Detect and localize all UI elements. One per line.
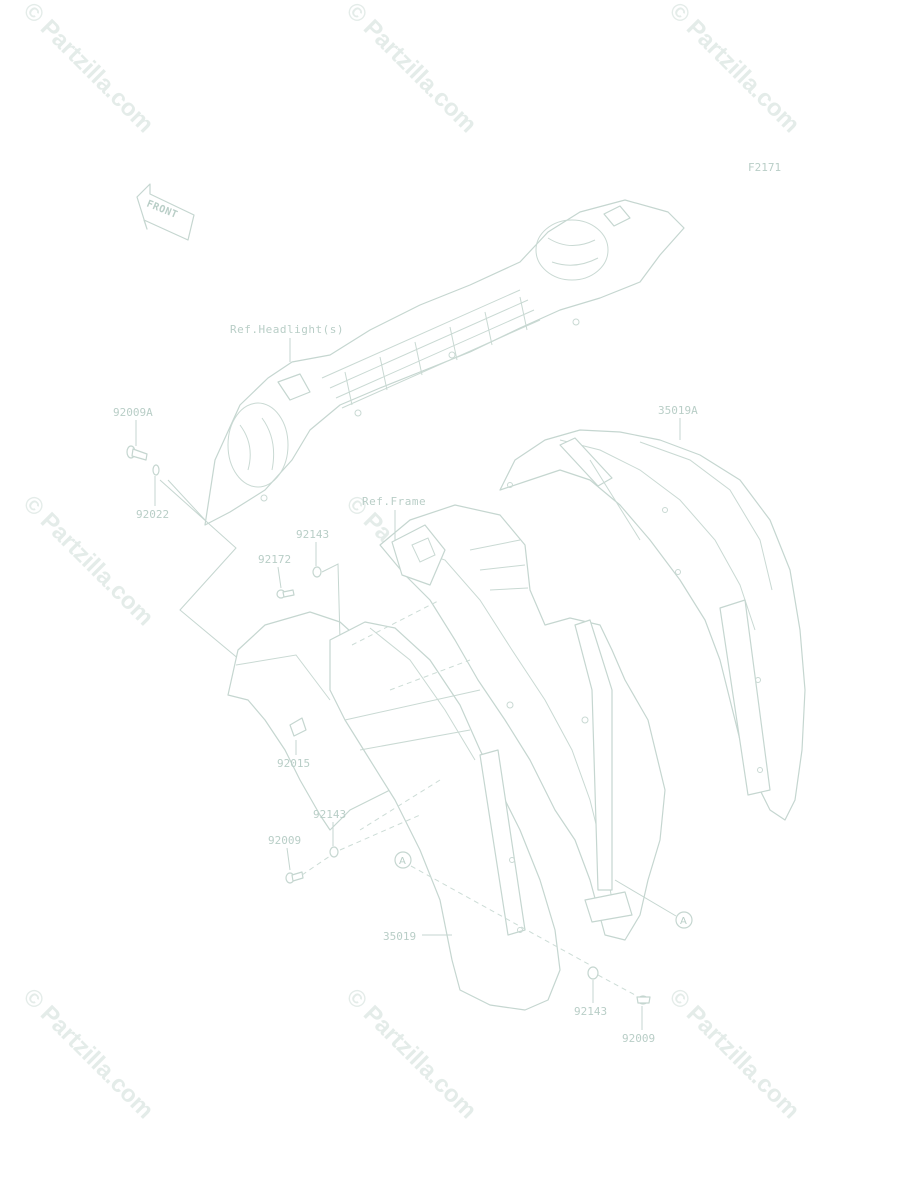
callout-a-left: A [394, 851, 412, 869]
washer-92143-top-icon [312, 566, 322, 578]
washer-92143-mid-icon [329, 846, 339, 858]
part-35019: 35019 [383, 930, 416, 943]
part-92143-bot: 92143 [574, 1005, 607, 1018]
watermark-8: © Partzilla.com [341, 983, 482, 1124]
callout-a-right-label: A [680, 916, 687, 927]
headlight-cowl [204, 199, 685, 526]
part-92009-bot: 92009 [622, 1032, 655, 1045]
part-35019A: 35019A [658, 404, 698, 417]
fender-35019 [329, 599, 561, 1011]
watermark-1: © Partzilla.com [18, 0, 159, 138]
screw-92172-icon [276, 589, 295, 599]
watermark-7: © Partzilla.com [18, 983, 159, 1124]
frame [379, 504, 666, 941]
part-92022: 92022 [136, 508, 169, 521]
part-92172: 92172 [258, 553, 291, 566]
screw-92009-mid-icon [285, 871, 304, 884]
part-92009-mid: 92009 [268, 834, 301, 847]
part-92143-top: 92143 [296, 528, 329, 541]
part-92009A: 92009A [113, 406, 153, 419]
washer-92022-icon [152, 464, 160, 476]
screw-92009A-icon [126, 445, 148, 461]
watermark-2: © Partzilla.com [341, 0, 482, 138]
front-arrow-icon: FRONT [136, 183, 195, 241]
watermark-9: © Partzilla.com [664, 983, 805, 1124]
watermark-3: © Partzilla.com [664, 0, 805, 138]
ref-headlight-label: Ref.Headlight(s) [230, 323, 344, 336]
part-92015: 92015 [277, 757, 310, 770]
screw-92009-bot-icon [636, 995, 651, 1005]
washer-92143-bot-icon [587, 966, 599, 980]
callout-a-left-label: A [399, 856, 406, 867]
part-92143-mid: 92143 [313, 808, 346, 821]
fender-35019A [499, 429, 806, 821]
ref-frame-label: Ref.Frame [362, 495, 426, 508]
diagram-code: F2171 [748, 161, 781, 174]
callout-a-right: A [675, 911, 693, 929]
